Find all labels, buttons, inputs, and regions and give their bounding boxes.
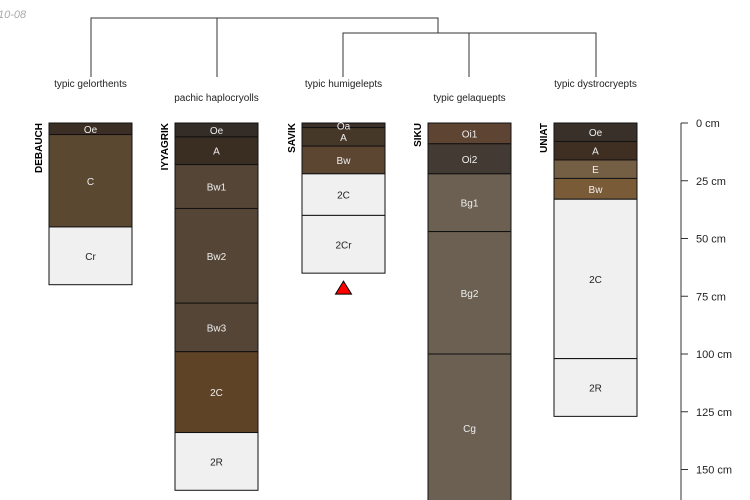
taxon-label: typic humigelepts xyxy=(305,79,382,90)
bedrock-marker-icon xyxy=(334,280,353,295)
horizon-label: Oa xyxy=(337,121,351,132)
horizon-label: 2R xyxy=(210,457,223,468)
horizon-label: 2R xyxy=(589,383,602,394)
horizon-2r xyxy=(553,358,638,417)
depth-axis: 0 cm 25 cm 50 cm 75 cm 100 cm 125 cm 150 cm xyxy=(680,118,732,500)
horizon-a xyxy=(174,136,259,166)
horizon-boxes xyxy=(48,122,133,286)
horizon-label: A xyxy=(340,133,347,144)
horizon-labels: OeC Cr xyxy=(84,125,98,263)
horizon-label: 2C xyxy=(337,191,350,202)
taxon-label: typic dystrocryepts xyxy=(554,79,637,90)
profile-id: IYYAGRIK xyxy=(160,122,171,170)
horizon-cg xyxy=(427,353,512,500)
horizon-2c xyxy=(174,351,259,434)
horizon-boxes xyxy=(174,122,259,491)
profile-id: SAVIK xyxy=(287,122,298,153)
horizon-boxes xyxy=(427,122,512,500)
horizon-label: Bw2 xyxy=(207,252,227,263)
axis-tick-label: 125 cm xyxy=(696,407,732,419)
axis-tick-label: 150 cm xyxy=(696,465,732,477)
taxon-label: pachic haplocryolls xyxy=(174,93,259,104)
profile-id: SIKU xyxy=(413,123,424,147)
horizon-label: 2C xyxy=(589,275,602,286)
horizon-label: Oe xyxy=(210,126,224,137)
horizon-boxes xyxy=(301,122,386,274)
dendrogram xyxy=(90,17,597,77)
axis-tick-label: 50 cm xyxy=(696,234,726,246)
horizon-c xyxy=(48,134,133,228)
horizon-label: Bg1 xyxy=(461,199,479,210)
horizon-2c xyxy=(301,173,386,216)
horizon-2c xyxy=(553,198,638,360)
horizon-2cr xyxy=(301,214,386,274)
profile-id: UNIAT xyxy=(539,123,550,153)
profile-id: DEBAUCH xyxy=(34,123,45,173)
horizon-label: Bw xyxy=(337,156,352,167)
taxon-label: typic gelorthents xyxy=(54,79,127,90)
horizon-label: Oi1 xyxy=(462,129,478,140)
horizon-label: Cg xyxy=(463,424,476,435)
horizon-label: 2Cr xyxy=(335,240,352,251)
taxon-label: typic gelaquepts xyxy=(433,93,505,104)
horizon-boxes xyxy=(553,122,638,417)
axis-tick-label: 0 cm xyxy=(696,118,720,130)
horizon-label: Bg2 xyxy=(461,289,479,300)
horizon-labels: OaA Bw 2C 2Cr xyxy=(335,121,352,251)
horizon-bg2 xyxy=(427,231,512,355)
horizon-label: C xyxy=(87,177,94,188)
horizon-label: Bw1 xyxy=(207,183,227,194)
horizon-label: 2C xyxy=(210,388,223,399)
horizon-label: Oe xyxy=(589,128,603,139)
horizon-label: A xyxy=(213,147,220,158)
horizon-label: A xyxy=(592,147,599,158)
horizon-label: Bw xyxy=(589,185,604,196)
horizon-oi2 xyxy=(427,143,512,175)
horizon-bw xyxy=(301,145,386,175)
horizon-label: Bw3 xyxy=(207,323,227,334)
horizon-2r xyxy=(174,432,259,491)
axis-tick-label: 100 cm xyxy=(696,349,732,361)
horizon-label: Oi2 xyxy=(462,155,478,166)
horizon-label: Cr xyxy=(85,252,96,263)
horizon-cr xyxy=(48,226,133,286)
horizon-bw2 xyxy=(174,207,259,304)
horizon-label: Oe xyxy=(84,125,98,136)
horizon-bw3 xyxy=(174,302,259,353)
horizon-bg1 xyxy=(427,173,512,233)
horizon-label: E xyxy=(592,165,599,176)
axis-tick-label: 25 cm xyxy=(696,176,726,188)
axis-tick-label: 75 cm xyxy=(696,291,726,303)
corner-label: 10-08 xyxy=(0,9,27,21)
